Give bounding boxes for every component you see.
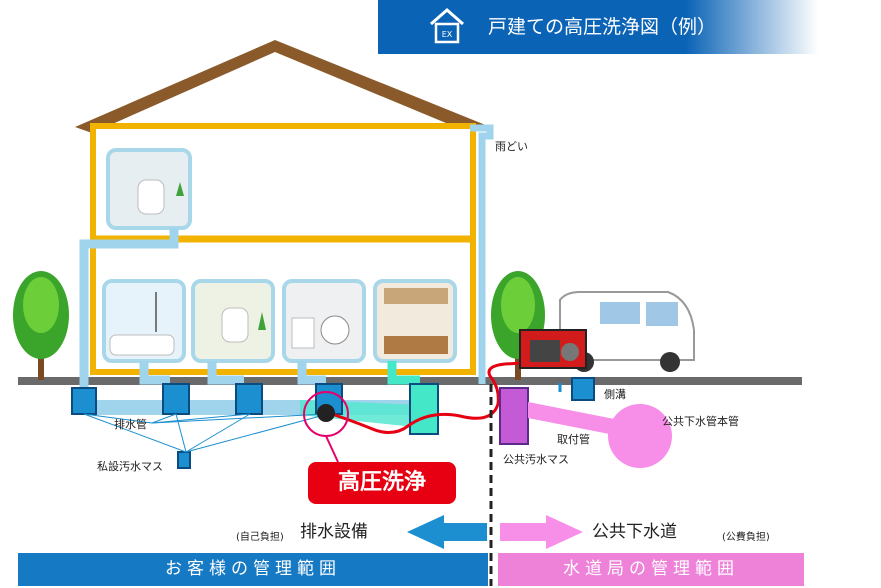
right-responsibility-title: 公共下水道 <box>592 522 677 542</box>
drain-pipe-label: 排水管 <box>114 418 147 431</box>
house-logo-icon: EX <box>430 8 464 44</box>
generator-icon <box>519 329 587 369</box>
right-cost-note: (公費負担) <box>722 532 770 543</box>
rain-gutter-label: 雨どい <box>495 140 528 153</box>
rain-gutter-pipe <box>470 124 494 384</box>
room-kitchen <box>373 279 457 363</box>
connection-pipe-label: 取付管 <box>557 433 590 446</box>
header-banner <box>378 0 818 54</box>
waterworks-scope-band: 水道局の管理範囲 <box>498 553 804 586</box>
tree-icon <box>13 271 69 380</box>
side-ditch-label: 側溝 <box>604 388 626 401</box>
private-basin-label: 私設汚水マス <box>97 460 163 473</box>
room-toilet-upper <box>106 148 192 230</box>
customer-scope-band: お客様の管理範囲 <box>18 553 488 586</box>
public-basin-label: 公共汚水マス <box>503 453 569 466</box>
high-pressure-label: 高圧洗浄 <box>308 462 456 504</box>
room-bath <box>102 279 186 363</box>
kitchen-drain-pipe <box>387 361 420 385</box>
high-pressure-hose <box>303 360 541 463</box>
room-toilet-lower <box>191 279 275 363</box>
left-cost-note: (自己負担) <box>236 532 284 543</box>
public-main-label: 公共下水管本管 <box>662 415 739 428</box>
right-arrow <box>500 515 583 549</box>
public-sewer <box>499 377 672 468</box>
svg-text:EX: EX <box>442 30 453 39</box>
left-arrow <box>407 515 487 549</box>
room-washroom <box>282 279 366 363</box>
page-title: 戸建ての高圧洗浄図（例） <box>488 16 717 38</box>
house-drain-pipes <box>79 228 326 390</box>
left-responsibility-title: 排水設備 <box>300 522 368 542</box>
